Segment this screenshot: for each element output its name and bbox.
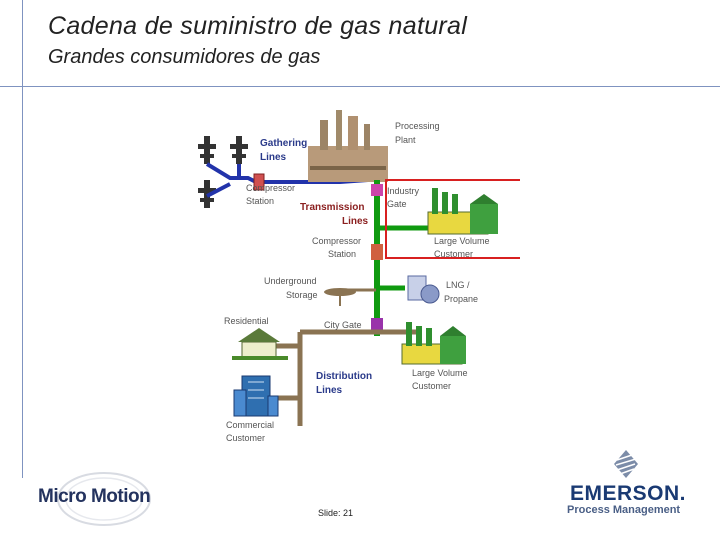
industry-gate-icon bbox=[371, 184, 383, 196]
label-underground-storage: Underground bbox=[264, 276, 317, 286]
label-industry-gate: Industry bbox=[387, 186, 420, 196]
label-compressor-station: Station bbox=[328, 249, 356, 259]
lng-tank-icon bbox=[407, 275, 440, 304]
label-transmission-lines: Lines bbox=[342, 216, 369, 227]
label-residential: Residential bbox=[224, 316, 269, 326]
label-city-gate: City Gate bbox=[324, 320, 362, 330]
label-compressor-station: Compressor bbox=[246, 183, 295, 193]
factory-icon bbox=[401, 322, 466, 365]
label-large-volume-customer: Customer bbox=[412, 381, 451, 391]
compressor-station-icon bbox=[371, 244, 383, 260]
processing-plant-icon bbox=[308, 110, 388, 182]
office-building-icon bbox=[233, 375, 279, 417]
page-subtitle: Grandes consumidores de gas bbox=[48, 46, 321, 68]
label-transmission-lines: Transmission bbox=[300, 202, 364, 213]
label-large-volume-customer: Large Volume bbox=[412, 368, 468, 378]
label-processing-plant: Plant bbox=[395, 135, 416, 145]
label-gathering-lines: Lines bbox=[260, 152, 287, 163]
label-gathering-lines: Gathering bbox=[260, 138, 307, 149]
label-underground-storage: Storage bbox=[286, 290, 318, 300]
highlight-box bbox=[385, 179, 520, 259]
label-processing-plant: Processing bbox=[395, 121, 440, 131]
header-rule bbox=[0, 86, 720, 87]
house-icon bbox=[232, 328, 288, 360]
label-compressor-station: Compressor bbox=[312, 236, 361, 246]
gas-supply-chain-diagram: Processing Plant Compressor Station Indu… bbox=[198, 110, 520, 443]
micro-motion-logo-text: Micro Motion bbox=[38, 486, 151, 507]
label-lng-propane: Propane bbox=[444, 294, 478, 304]
label-commercial-customer: Customer bbox=[226, 433, 265, 443]
label-lng-propane: LNG / bbox=[446, 280, 470, 290]
label-distribution-lines: Lines bbox=[316, 385, 343, 396]
label-large-volume-customer: Large Volume bbox=[434, 236, 490, 246]
compressor-station-icon bbox=[253, 173, 265, 191]
emerson-tagline: Process Management bbox=[567, 504, 681, 516]
label-compressor-station: Station bbox=[246, 196, 274, 206]
factory-icon bbox=[427, 188, 498, 235]
underground-storage-icon bbox=[324, 288, 376, 306]
emerson-logo-icon bbox=[614, 450, 638, 478]
emerson-logo-text: EMERSON. bbox=[570, 482, 687, 505]
slide-number: Slide: 21 bbox=[318, 508, 354, 518]
label-distribution-lines: Distribution bbox=[316, 371, 372, 382]
label-industry-gate: Gate bbox=[387, 199, 407, 209]
label-large-volume-customer: Customer bbox=[434, 249, 473, 259]
page-title: Cadena de suministro de gas natural bbox=[48, 12, 468, 40]
label-commercial-customer: Commercial bbox=[226, 420, 274, 430]
city-gate-icon bbox=[371, 318, 383, 330]
left-rule bbox=[22, 0, 23, 478]
micro-motion-logo bbox=[57, 472, 151, 526]
